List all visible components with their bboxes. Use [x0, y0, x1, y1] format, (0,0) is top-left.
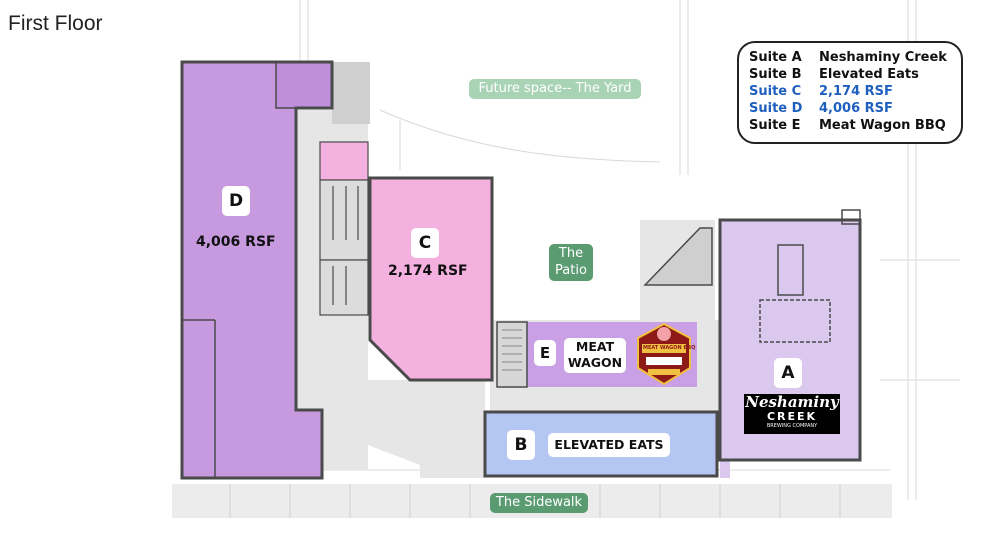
suite-c-letter: C [411, 228, 439, 258]
meat-wagon-logo: MEAT WAGON BBQ [634, 322, 696, 386]
legend-key: Suite C [749, 84, 802, 99]
legend-value: Neshaminy Creek [819, 50, 947, 65]
suite-e-name-line1: MEAT [575, 339, 615, 354]
sidewalk-label: The Sidewalk [490, 493, 588, 513]
suite-d-rsf: 4,006 RSF [196, 234, 276, 250]
neshaminy-logo-line2: CREEK [766, 410, 818, 423]
patio-label-line1: The [558, 246, 584, 261]
yard-label: Future space-- The Yard [469, 79, 641, 99]
suite-e-letter: E [534, 340, 556, 366]
page-title: First Floor [8, 12, 103, 35]
legend-row-suite-c: Suite C 2,174 RSF [749, 83, 961, 100]
suite-b-letter: B [507, 430, 535, 460]
suite-d-letter: D [222, 186, 250, 216]
legend-value: Elevated Eats [819, 67, 919, 82]
meat-wagon-logo-text: MEAT WAGON BBQ [643, 345, 696, 351]
suite-c-area [368, 176, 494, 382]
patio-label-line2: Patio [555, 263, 587, 278]
legend-value: 2,174 RSF [819, 84, 893, 99]
legend-key: Suite E [749, 118, 801, 133]
legend-row-suite-a: Suite A Neshaminy Creek [749, 49, 961, 66]
suite-e-name: MEAT WAGON [564, 338, 626, 373]
legend-key: Suite A [749, 50, 802, 65]
suite-a-area [720, 220, 860, 478]
legend-row-suite-d: Suite D 4,006 RSF [749, 100, 961, 117]
legend-row-suite-e: Suite E Meat Wagon BBQ [749, 117, 961, 134]
suite-a-letter: A [774, 358, 802, 388]
legend-key: Suite D [749, 101, 803, 116]
legend-value: 4,006 RSF [819, 101, 893, 116]
legend-row-suite-b: Suite B Elevated Eats [749, 66, 961, 83]
legend-value: Meat Wagon BBQ [819, 118, 946, 133]
suite-e-name-line2: WAGON [567, 355, 623, 370]
neshaminy-logo-line1: Neshaminy [745, 393, 839, 411]
legend-key: Suite B [749, 67, 802, 82]
suite-legend: Suite A Neshaminy Creek Suite B Elevated E… [737, 41, 963, 144]
suite-b-name: ELEVATED EATS [548, 433, 670, 457]
restrooms [319, 141, 369, 316]
suite-c-rsf: 2,174 RSF [388, 263, 468, 279]
patio-label: The Patio [549, 244, 593, 281]
neshaminy-logo: Neshaminy CREEK BREWING COMPANY [744, 394, 840, 434]
neshaminy-logo-line3: BREWING COMPANY [766, 423, 818, 429]
suite-d-annex [275, 61, 333, 109]
